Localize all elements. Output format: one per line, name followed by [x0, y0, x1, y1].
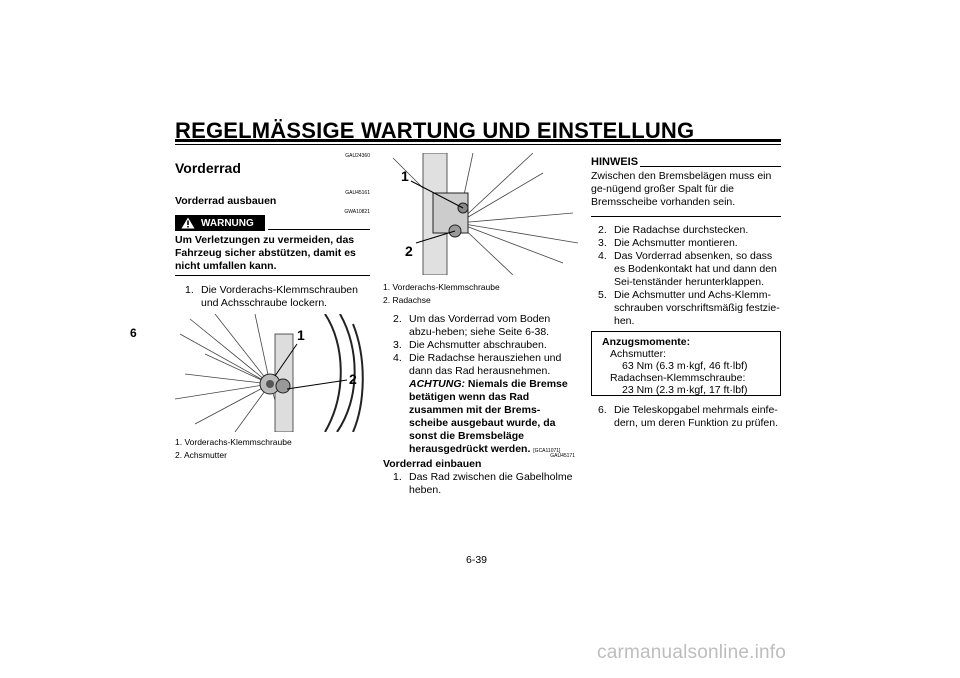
step-item: 6. Die Teleskopgabel mehrmals einfe-dern… [598, 404, 781, 430]
torque-value: 23 Nm (2.3 m·kgf, 17 ft·lbf) [622, 384, 748, 396]
step-item: 2. Die Radachse durchstecken. [598, 224, 781, 237]
step-text: Die Radachse herausziehen und dann das R… [409, 352, 577, 458]
watermark: carmanualsonline.info [597, 642, 787, 663]
step-number: 1. [393, 471, 402, 483]
step-list: 2. Die Radachse durchstecken. 3. Die Ach… [598, 224, 781, 328]
reference-code: GAU45161 [345, 190, 370, 196]
section-title: Vorderrad [175, 160, 241, 176]
step-number: 1. [185, 284, 194, 296]
step-item: 3. Die Achsmutter abschrauben. [393, 339, 577, 352]
step-text: Die Teleskopgabel mehrmals einfe-dern, u… [614, 404, 779, 429]
reference-code: GAU24360 [345, 153, 370, 159]
axle-illustration: 1 2 [392, 153, 578, 275]
step-text-plain: Die Radachse herausziehen und dann das R… [409, 352, 562, 377]
reference-code: GAU45171 [550, 453, 575, 459]
step-text: Die Achsmutter montieren. [614, 237, 738, 249]
step-number: 2. [598, 224, 607, 236]
torque-spec-box: Anzugsmomente: Achsmutter: 63 Nm (6.3 m·… [591, 331, 781, 396]
torque-value: 63 Nm (6.3 m·kgf, 46 ft·lbf) [622, 360, 748, 372]
warning-rule [268, 229, 370, 230]
chapter-number: 6 [130, 326, 137, 340]
step-number: 6. [598, 404, 607, 416]
wheel-photo-middle: 1 2 [383, 153, 578, 275]
page-header-title: REGELMÄSSIGE WARTUNG UND EINSTELLUNG [175, 118, 695, 143]
figure-caption: 1. Vorderachs-Klemmschraube [383, 282, 500, 292]
step-text: Das Rad zwischen die Gabelholme heben. [409, 471, 573, 496]
reference-code: GWA10821 [344, 209, 370, 215]
figure-caption: 2. Achsmutter [175, 450, 227, 460]
photo-callout: 1 [297, 327, 305, 343]
photo-callout: 1 [401, 168, 409, 184]
caution-text: Niemals die Bremse betätigen wenn das Ra… [409, 378, 568, 455]
torque-item: Radachsen-Klemmschraube: [610, 372, 746, 384]
step-item: 2. Um das Vorderrad vom Boden abzu-heben… [393, 313, 577, 339]
step-text: Die Radachse durchstecken. [614, 224, 749, 236]
note-label: HINWEIS [591, 156, 639, 168]
step-item: 1. Die Vorderachs-Klemmschrauben und Ach… [185, 284, 372, 310]
figure-caption: 2. Radachse [383, 295, 431, 305]
step-item: 3. Die Achsmutter montieren. [598, 237, 781, 250]
step-text: Das Vorderrad absenken, so dass es Boden… [614, 250, 777, 288]
subsection-title: Vorderrad ausbauen [175, 195, 277, 207]
warning-text: Um Verletzungen zu vermeiden, das Fahrze… [175, 234, 356, 272]
torque-title: Anzugsmomente: [602, 336, 691, 348]
step-number: 4. [393, 352, 402, 364]
step-text: Um das Vorderrad vom Boden abzu-heben; s… [409, 313, 551, 338]
step-number: 4. [598, 250, 607, 262]
step-number: 3. [598, 237, 607, 249]
step-list: 2. Um das Vorderrad vom Boden abzu-heben… [393, 313, 577, 458]
wheel-photo-left: 1 2 [175, 314, 370, 432]
step-number: 5. [598, 289, 607, 301]
photo-callout: 2 [405, 243, 413, 259]
page-number: 6-39 [466, 554, 488, 566]
note-text: Zwischen den Bremsbelägen muss ein ge-nü… [591, 170, 772, 208]
step-number: 2. [393, 313, 402, 325]
warning-badge: WARNUNG [175, 215, 265, 231]
step-item: 5. Die Achsmutter und Achs-Klemm-schraub… [598, 289, 781, 328]
caution-code: [GCA11071] [533, 448, 561, 454]
step-item: 4. Die Radachse herausziehen und dann da… [393, 352, 577, 458]
step-item: 4. Das Vorderrad absenken, so dass es Bo… [598, 250, 781, 289]
photo-callout: 2 [349, 371, 357, 387]
wheel-axle-illustration: 1 2 [175, 314, 364, 432]
warning-end-rule [175, 275, 370, 276]
step-number: 3. [393, 339, 402, 351]
subsection-title: Vorderrad einbauen [383, 458, 482, 470]
caution-label: ACHTUNG: [409, 378, 465, 390]
step-text: Die Achsmutter und Achs-Klemm-schrauben … [614, 289, 780, 327]
warning-label: WARNUNG [201, 217, 254, 229]
note-end-rule [591, 216, 781, 217]
step-text: Die Achsmutter abschrauben. [409, 339, 547, 351]
step-text: Die Vorderachs-Klemmschrauben und Achssc… [201, 284, 358, 309]
header-rule-thin [175, 144, 781, 145]
note-rule [640, 166, 781, 167]
header-rule [175, 139, 781, 142]
figure-caption: 1. Vorderachs-Klemmschraube [175, 437, 292, 447]
step-item: 1. Das Rad zwischen die Gabelholme heben… [393, 471, 577, 497]
torque-item: Achsmutter: [610, 348, 667, 360]
warning-triangle-icon [181, 217, 195, 229]
